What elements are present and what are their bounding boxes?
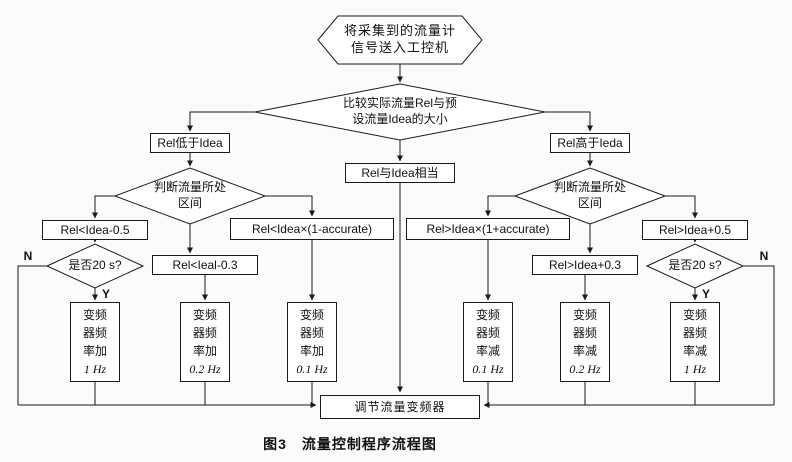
node-act-l1: 变频 器频 率加 1 Hz xyxy=(70,302,120,382)
node-cond-l2: Rel<Ieal-0.3 xyxy=(152,255,258,275)
node-timer-right-label: 是否20 s? xyxy=(668,258,722,273)
figure-caption: 图3 流量控制程序流程图 xyxy=(0,434,700,454)
figure-number: 图3 xyxy=(263,436,287,452)
node-cond-r2: Rel>Idea+0.3 xyxy=(532,255,638,275)
node-act-l3: 变频 器频 率加 0.1 Hz xyxy=(287,302,337,382)
timer-right-diamond-shape xyxy=(645,243,745,289)
node-rel-high: Rel高于Ieda xyxy=(550,133,630,153)
judge-left-diamond-shape xyxy=(113,167,267,225)
node-rel-low: Rel低于Idea xyxy=(150,133,230,153)
node-cond-l3: Rel<Idea×(1-accurate) xyxy=(230,218,394,240)
figure-title: 流量控制程序流程图 xyxy=(301,436,437,452)
judge-right-diamond-shape xyxy=(513,167,667,225)
node-act-r2: 变频 器频 率减 0.2 Hz xyxy=(560,302,610,382)
node-start-label: 将采集到的流量计 信号送入工控机 xyxy=(343,23,456,55)
node-judge-right-label: 判断流量所处 区间 xyxy=(553,180,626,210)
branch-label-y-right: Y xyxy=(701,287,710,301)
connector-lines xyxy=(17,64,775,408)
node-act-l2: 变频 器频 率加 0.2 Hz xyxy=(180,302,230,382)
node-act-r3: 变频 器频 率减 1 Hz xyxy=(670,302,720,382)
branch-label-y-left: Y xyxy=(101,287,110,301)
node-final: 调节流量变频器 xyxy=(320,395,480,419)
compare-diamond-shape xyxy=(254,83,546,141)
timer-left-diamond-shape xyxy=(45,243,145,289)
node-rel-equal: Rel与Idea相当 xyxy=(345,163,455,183)
node-cond-l1: Rel<Idea-0.5 xyxy=(42,220,148,240)
node-act-r1: 变频 器频 率减 0.1 Hz xyxy=(463,302,513,382)
node-compare-label: 比较实际流量Rel与预 设流量Idea的大小 xyxy=(342,96,457,126)
node-timer-left-label: 是否20 s? xyxy=(68,258,122,273)
branch-label-n-left: N xyxy=(23,249,33,263)
start-hexagon-shape xyxy=(317,15,483,65)
node-cond-r3: Rel>Idea+0.5 xyxy=(642,220,748,240)
node-judge-left-label: 判断流量所处 区间 xyxy=(153,180,226,210)
branch-label-n-right: N xyxy=(759,249,769,263)
node-cond-r1: Rel>Idea×(1+accurate) xyxy=(406,218,570,240)
